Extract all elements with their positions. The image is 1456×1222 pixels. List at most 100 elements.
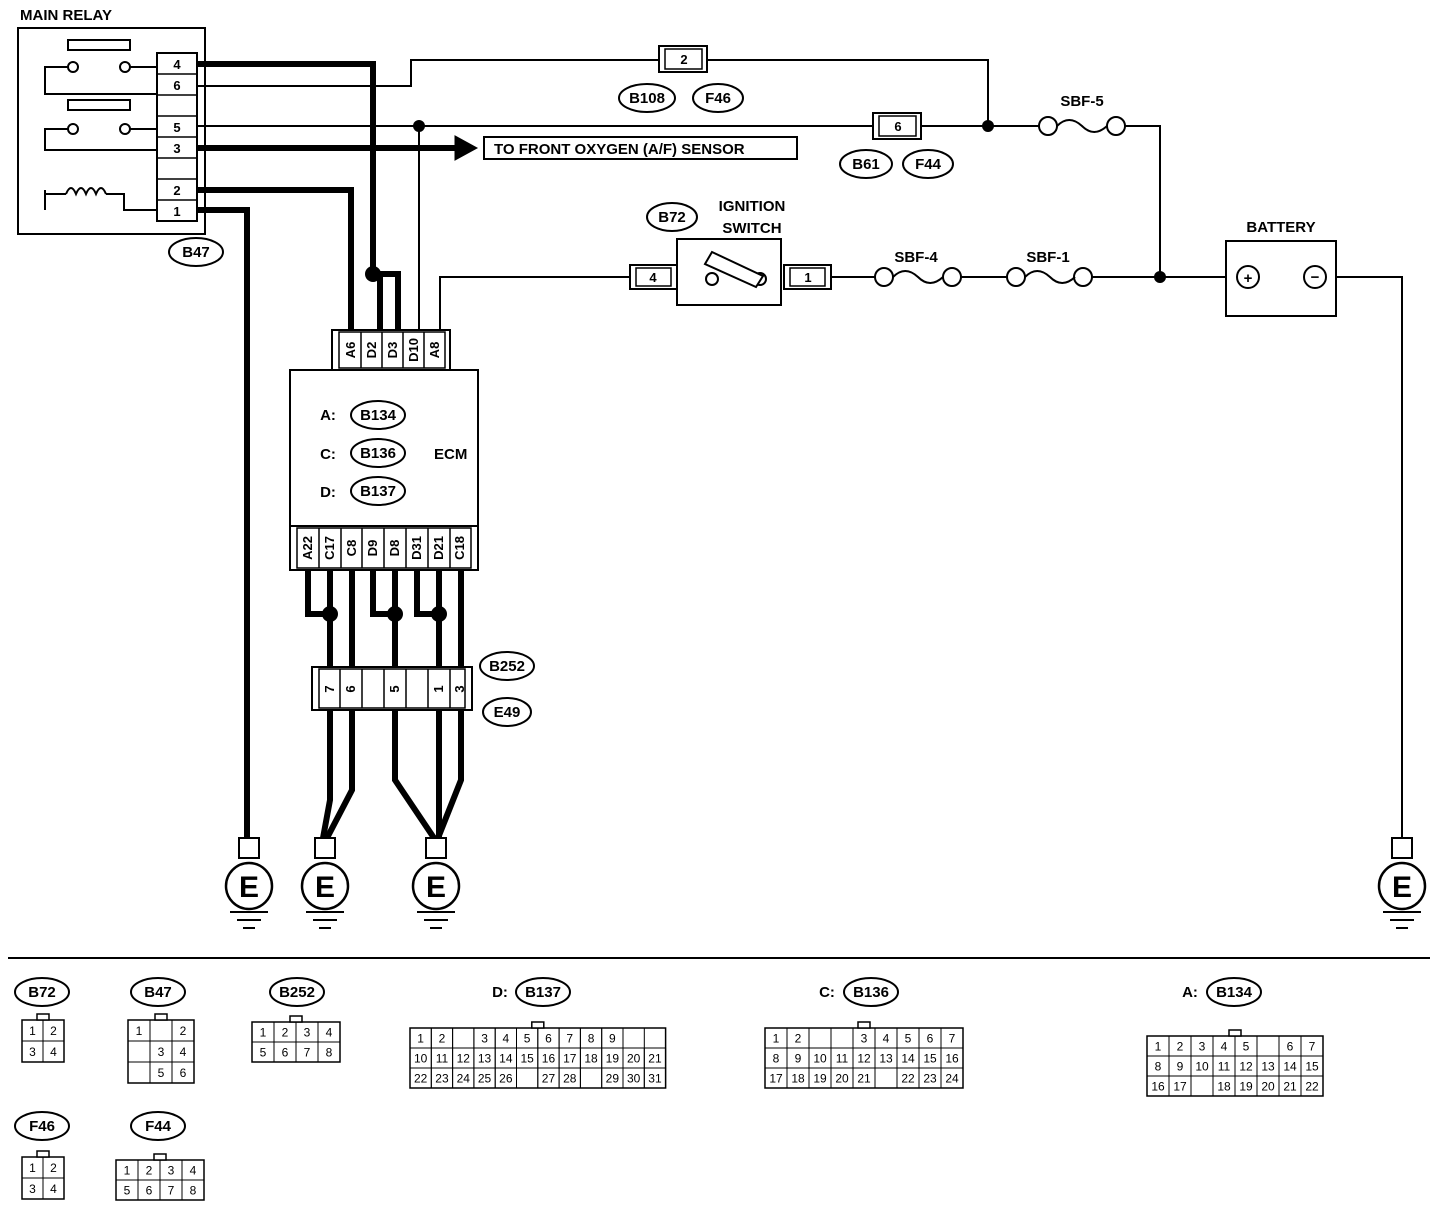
legend-pin: 12	[457, 1052, 471, 1066]
connector-badge-b252: B252	[479, 651, 535, 681]
legend-pin: 17	[1173, 1080, 1187, 1094]
svg-text:SBF-1: SBF-1	[1026, 249, 1069, 266]
legend-pin: 2	[282, 1026, 289, 1040]
ecm-pin: D9	[365, 540, 380, 557]
legend-pin: 1	[417, 1032, 424, 1046]
legend-pin: 8	[588, 1032, 595, 1046]
connector-badge-b136: B136	[360, 445, 396, 462]
ecm-pin: D2	[364, 342, 379, 359]
main-relay-label: MAIN RELAY	[20, 7, 112, 24]
connector-badge-b108: B108	[618, 83, 676, 113]
splice-dot	[322, 606, 338, 622]
svg-text:3: 3	[452, 685, 467, 692]
splice-dot	[387, 606, 403, 622]
fuse-sbf1: SBF-1	[1006, 249, 1093, 287]
ecm-pin: C17	[322, 536, 337, 560]
legend-pin: 18	[791, 1072, 805, 1086]
legend-pin: 2	[1177, 1040, 1184, 1054]
legend-pin: 26	[499, 1072, 513, 1086]
legend-pin: 1	[124, 1164, 131, 1178]
legend-pin: 11	[436, 1052, 449, 1066]
legend-pin: 7	[1309, 1040, 1316, 1054]
legend-pin: 7	[304, 1046, 311, 1060]
legend-pin: 9	[795, 1052, 802, 1066]
battery: BATTERY + −	[1225, 219, 1337, 317]
legend-pin: 6	[146, 1184, 153, 1198]
relay-pin: 4	[173, 57, 181, 72]
legend-pin: 28	[563, 1072, 577, 1086]
svg-text:SBF-5: SBF-5	[1060, 93, 1103, 110]
svg-text:IGNITION: IGNITION	[719, 198, 786, 215]
relay-pin: 1	[173, 204, 180, 219]
legend-pin: 16	[542, 1052, 556, 1066]
legend-pin: 24	[457, 1072, 471, 1086]
ecm-pin: C18	[452, 536, 467, 560]
legend-pin: 8	[326, 1046, 333, 1060]
svg-text:D:: D:	[320, 484, 336, 501]
relay-pin: 6	[173, 78, 180, 93]
legend-pin: 21	[648, 1052, 662, 1066]
legend-pin: 2	[795, 1032, 802, 1046]
legend-prefix: D:	[492, 984, 508, 1001]
svg-text:1: 1	[804, 270, 811, 285]
legend-pin: 9	[1177, 1060, 1184, 1074]
ecm-pin: D10	[406, 338, 421, 362]
ecm-module: A6 D2 D3 D10 A8 A: B134 C: B136 ECM D: B…	[289, 329, 479, 571]
svg-text:E: E	[315, 871, 335, 904]
legend-pin: 4	[190, 1164, 197, 1178]
legend-pin: 18	[1217, 1080, 1231, 1094]
legend-pin: 3	[168, 1164, 175, 1178]
legend-pin: 7	[949, 1032, 956, 1046]
svg-text:B47: B47	[182, 244, 210, 261]
legend-pin: 4	[883, 1032, 890, 1046]
legend-pin: 13	[879, 1052, 893, 1066]
connector-badge-b134: B134	[360, 407, 397, 424]
legend-title: F44	[145, 1118, 172, 1135]
legend-pin: 7	[168, 1184, 175, 1198]
legend-prefix: C:	[819, 984, 835, 1001]
connector-badge-b47: B47	[168, 237, 224, 267]
svg-text:E: E	[426, 871, 446, 904]
legend-pin: 5	[905, 1032, 912, 1046]
legend-pin: 5	[260, 1046, 267, 1060]
legend-pin: 16	[945, 1052, 959, 1066]
svg-text:6: 6	[343, 685, 358, 692]
legend-pin: 19	[813, 1072, 827, 1086]
legend-pin: 8	[1155, 1060, 1162, 1074]
legend-pin: 4	[326, 1026, 333, 1040]
legend-pin: 12	[857, 1052, 871, 1066]
legend-pin: 13	[478, 1052, 492, 1066]
ecm-pin: D21	[431, 536, 446, 560]
legend-pin: 3	[29, 1182, 36, 1196]
legend-pin: 3	[304, 1026, 311, 1040]
ecm-pin: C8	[344, 540, 359, 557]
svg-text:C:: C:	[320, 446, 336, 463]
splice-dot	[413, 120, 425, 132]
svg-text:7: 7	[322, 685, 337, 692]
ecm-pin: D8	[387, 540, 402, 557]
ecm-pin: A8	[427, 342, 442, 359]
splice-connector-6: 6	[872, 112, 922, 140]
svg-text:E: E	[239, 871, 259, 904]
legend-pin: 21	[1283, 1080, 1297, 1094]
legend-pin: 2	[50, 1161, 57, 1175]
legend-pin: 2	[146, 1164, 153, 1178]
legend-pin: 31	[648, 1072, 662, 1086]
legend-pin: 10	[1195, 1060, 1209, 1074]
legend-pin: 5	[1243, 1040, 1250, 1054]
svg-text:6: 6	[894, 119, 901, 134]
legend-pin: 1	[260, 1026, 267, 1040]
legend-pin: 1	[29, 1024, 36, 1038]
legend-pin: 5	[124, 1184, 131, 1198]
legend-pin: 29	[606, 1072, 620, 1086]
legend-prefix: A:	[1182, 984, 1198, 1001]
legend-pin: 6	[545, 1032, 552, 1046]
legend-pin: 18	[584, 1052, 598, 1066]
legend-pin: 2	[50, 1024, 57, 1038]
